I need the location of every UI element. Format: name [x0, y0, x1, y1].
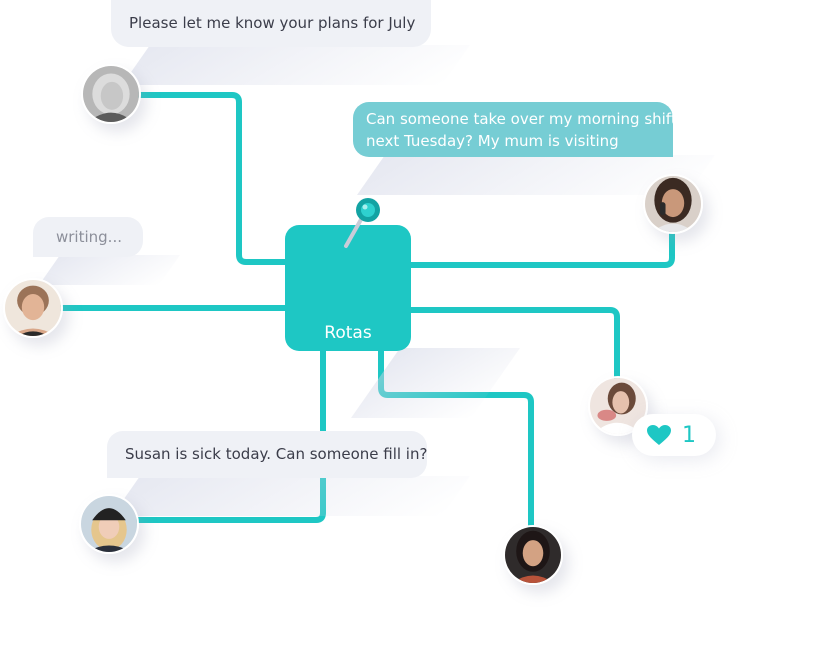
message-text: Please let me know your plans for July — [129, 14, 416, 32]
pin-icon — [344, 198, 380, 248]
message-bubble-shift[interactable]: Can someone take over my morning shift n… — [353, 102, 677, 157]
heart-icon — [647, 425, 671, 445]
hub-label: Rotas — [324, 323, 372, 343]
connector-right-top — [405, 229, 675, 268]
like-reaction[interactable]: 1 — [632, 414, 716, 456]
avatar-grey-haired-woman[interactable] — [81, 64, 141, 124]
message-bubble-july[interactable]: Please let me know your plans for July — [111, 0, 431, 47]
typing-indicator-bubble: writing... — [33, 217, 143, 257]
avatar-smiling-woman[interactable] — [3, 278, 63, 338]
message-text: Susan is sick today. Can someone fill in… — [125, 445, 428, 463]
connector-right-middle — [405, 307, 620, 381]
avatar-woman-in-beanie[interactable] — [79, 494, 139, 554]
typing-indicator-text: writing... — [56, 228, 122, 246]
message-bubble-susan[interactable]: Susan is sick today. Can someone fill in… — [107, 431, 427, 478]
like-count: 1 — [682, 423, 696, 448]
connector-top-left — [137, 92, 293, 265]
avatar-woman-on-phone[interactable] — [643, 174, 703, 234]
message-text-line-1: Can someone take over my morning shift — [366, 110, 677, 128]
message-text-line-2: next Tuesday? My mum is visiting — [366, 132, 619, 150]
avatar-dark-haired-woman[interactable] — [503, 525, 563, 585]
